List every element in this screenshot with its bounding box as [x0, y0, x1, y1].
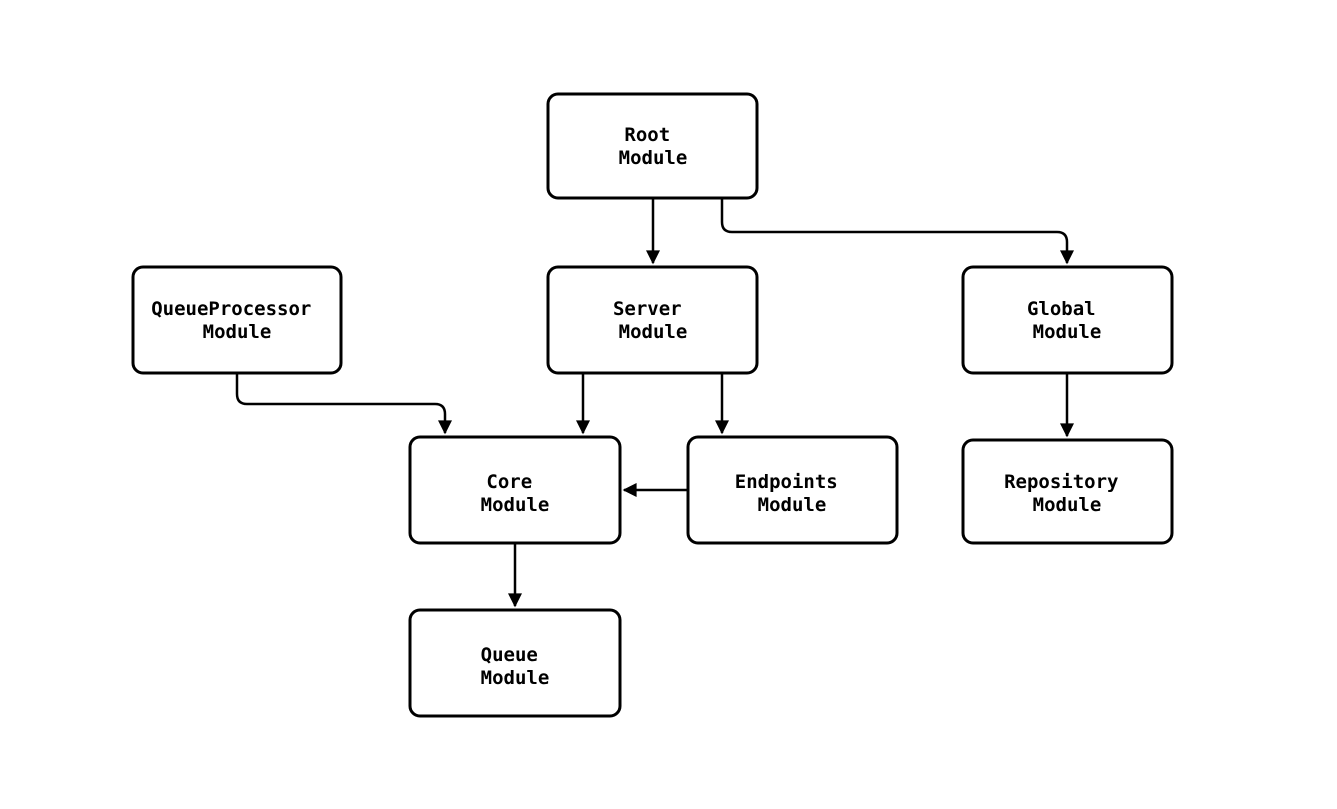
node-root-module-box	[546, 92, 759, 200]
node-global-module-box	[961, 265, 1174, 375]
node-queueprocessor-module: QueueProcessor Module	[131, 265, 343, 375]
node-root-module-label: Root Module	[619, 124, 688, 169]
node-repository-module-label: Repository Module	[1004, 471, 1130, 516]
node-server-module-label: Server Module	[613, 298, 693, 343]
edge-root-to-global	[720, 198, 1074, 265]
node-core-module-label: Core Module	[481, 471, 550, 516]
edges-layer	[235, 198, 1074, 608]
node-server-module: Server Module	[546, 265, 759, 375]
node-core-module: Core Module	[408, 435, 622, 545]
node-core-module-box	[408, 435, 622, 545]
node-global-module: Global Module	[961, 265, 1174, 375]
node-repository-module-box	[961, 438, 1174, 545]
node-endpoints-module-label: Endpoints Module	[735, 471, 849, 516]
node-queue-module-box	[408, 608, 622, 718]
node-server-module-box	[546, 265, 759, 375]
node-queueprocessor-module-box	[131, 265, 343, 375]
node-repository-module: Repository Module	[961, 438, 1174, 545]
node-queue-module-label: Queue Module	[481, 644, 550, 689]
nodes-layer: Root Module QueueProcessor Module Server…	[131, 92, 1174, 718]
node-queueprocessor-module-label: QueueProcessor Module	[151, 298, 323, 343]
node-endpoints-module: Endpoints Module	[686, 435, 899, 545]
node-queue-module: Queue Module	[408, 608, 622, 718]
edge-queueprocessor-to-core	[235, 373, 452, 435]
node-endpoints-module-box	[686, 435, 899, 545]
node-root-module: Root Module	[546, 92, 759, 200]
node-global-module-label: Global Module	[1027, 298, 1107, 343]
